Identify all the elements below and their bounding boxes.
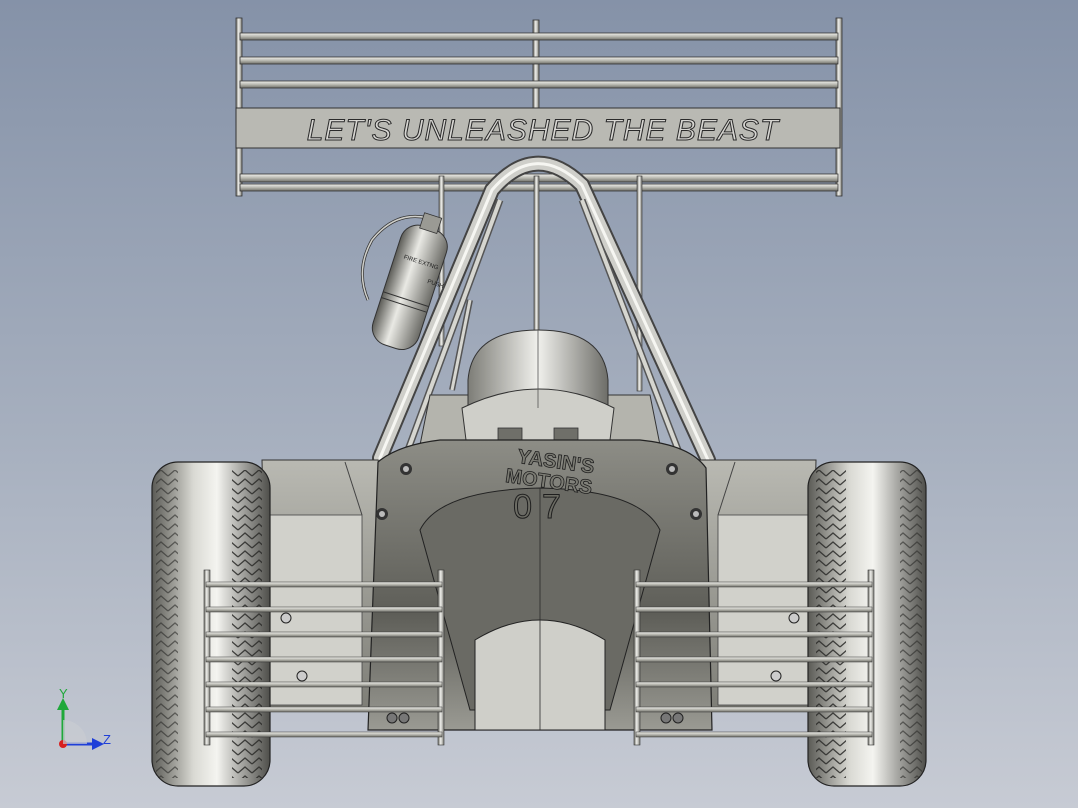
axis-z-label: Z <box>103 732 111 747</box>
roll-hoop <box>372 155 716 468</box>
left-rear-wheel <box>151 461 271 787</box>
left-front-cage <box>203 569 445 746</box>
triad-plane-icon <box>63 720 87 744</box>
fire-extinguisher: FIRE EXTNG PUSH <box>360 212 448 350</box>
wing-slogan-text: LET'S UNLEASHED THE BEAST <box>307 114 781 147</box>
rear-wing: LET'S UNLEASHED THE BEAST <box>235 17 843 392</box>
right-front-cage <box>633 569 875 746</box>
cockpit <box>419 329 661 446</box>
axis-triad[interactable]: Y Z <box>57 686 111 750</box>
car-number: 07 <box>513 488 571 526</box>
nose-cone: YASIN'S MOTORS 07 <box>367 439 713 731</box>
extinguisher-label-right: PUSH <box>426 279 444 290</box>
axis-y-label: Y <box>59 686 68 701</box>
right-rear-wheel <box>807 461 927 787</box>
